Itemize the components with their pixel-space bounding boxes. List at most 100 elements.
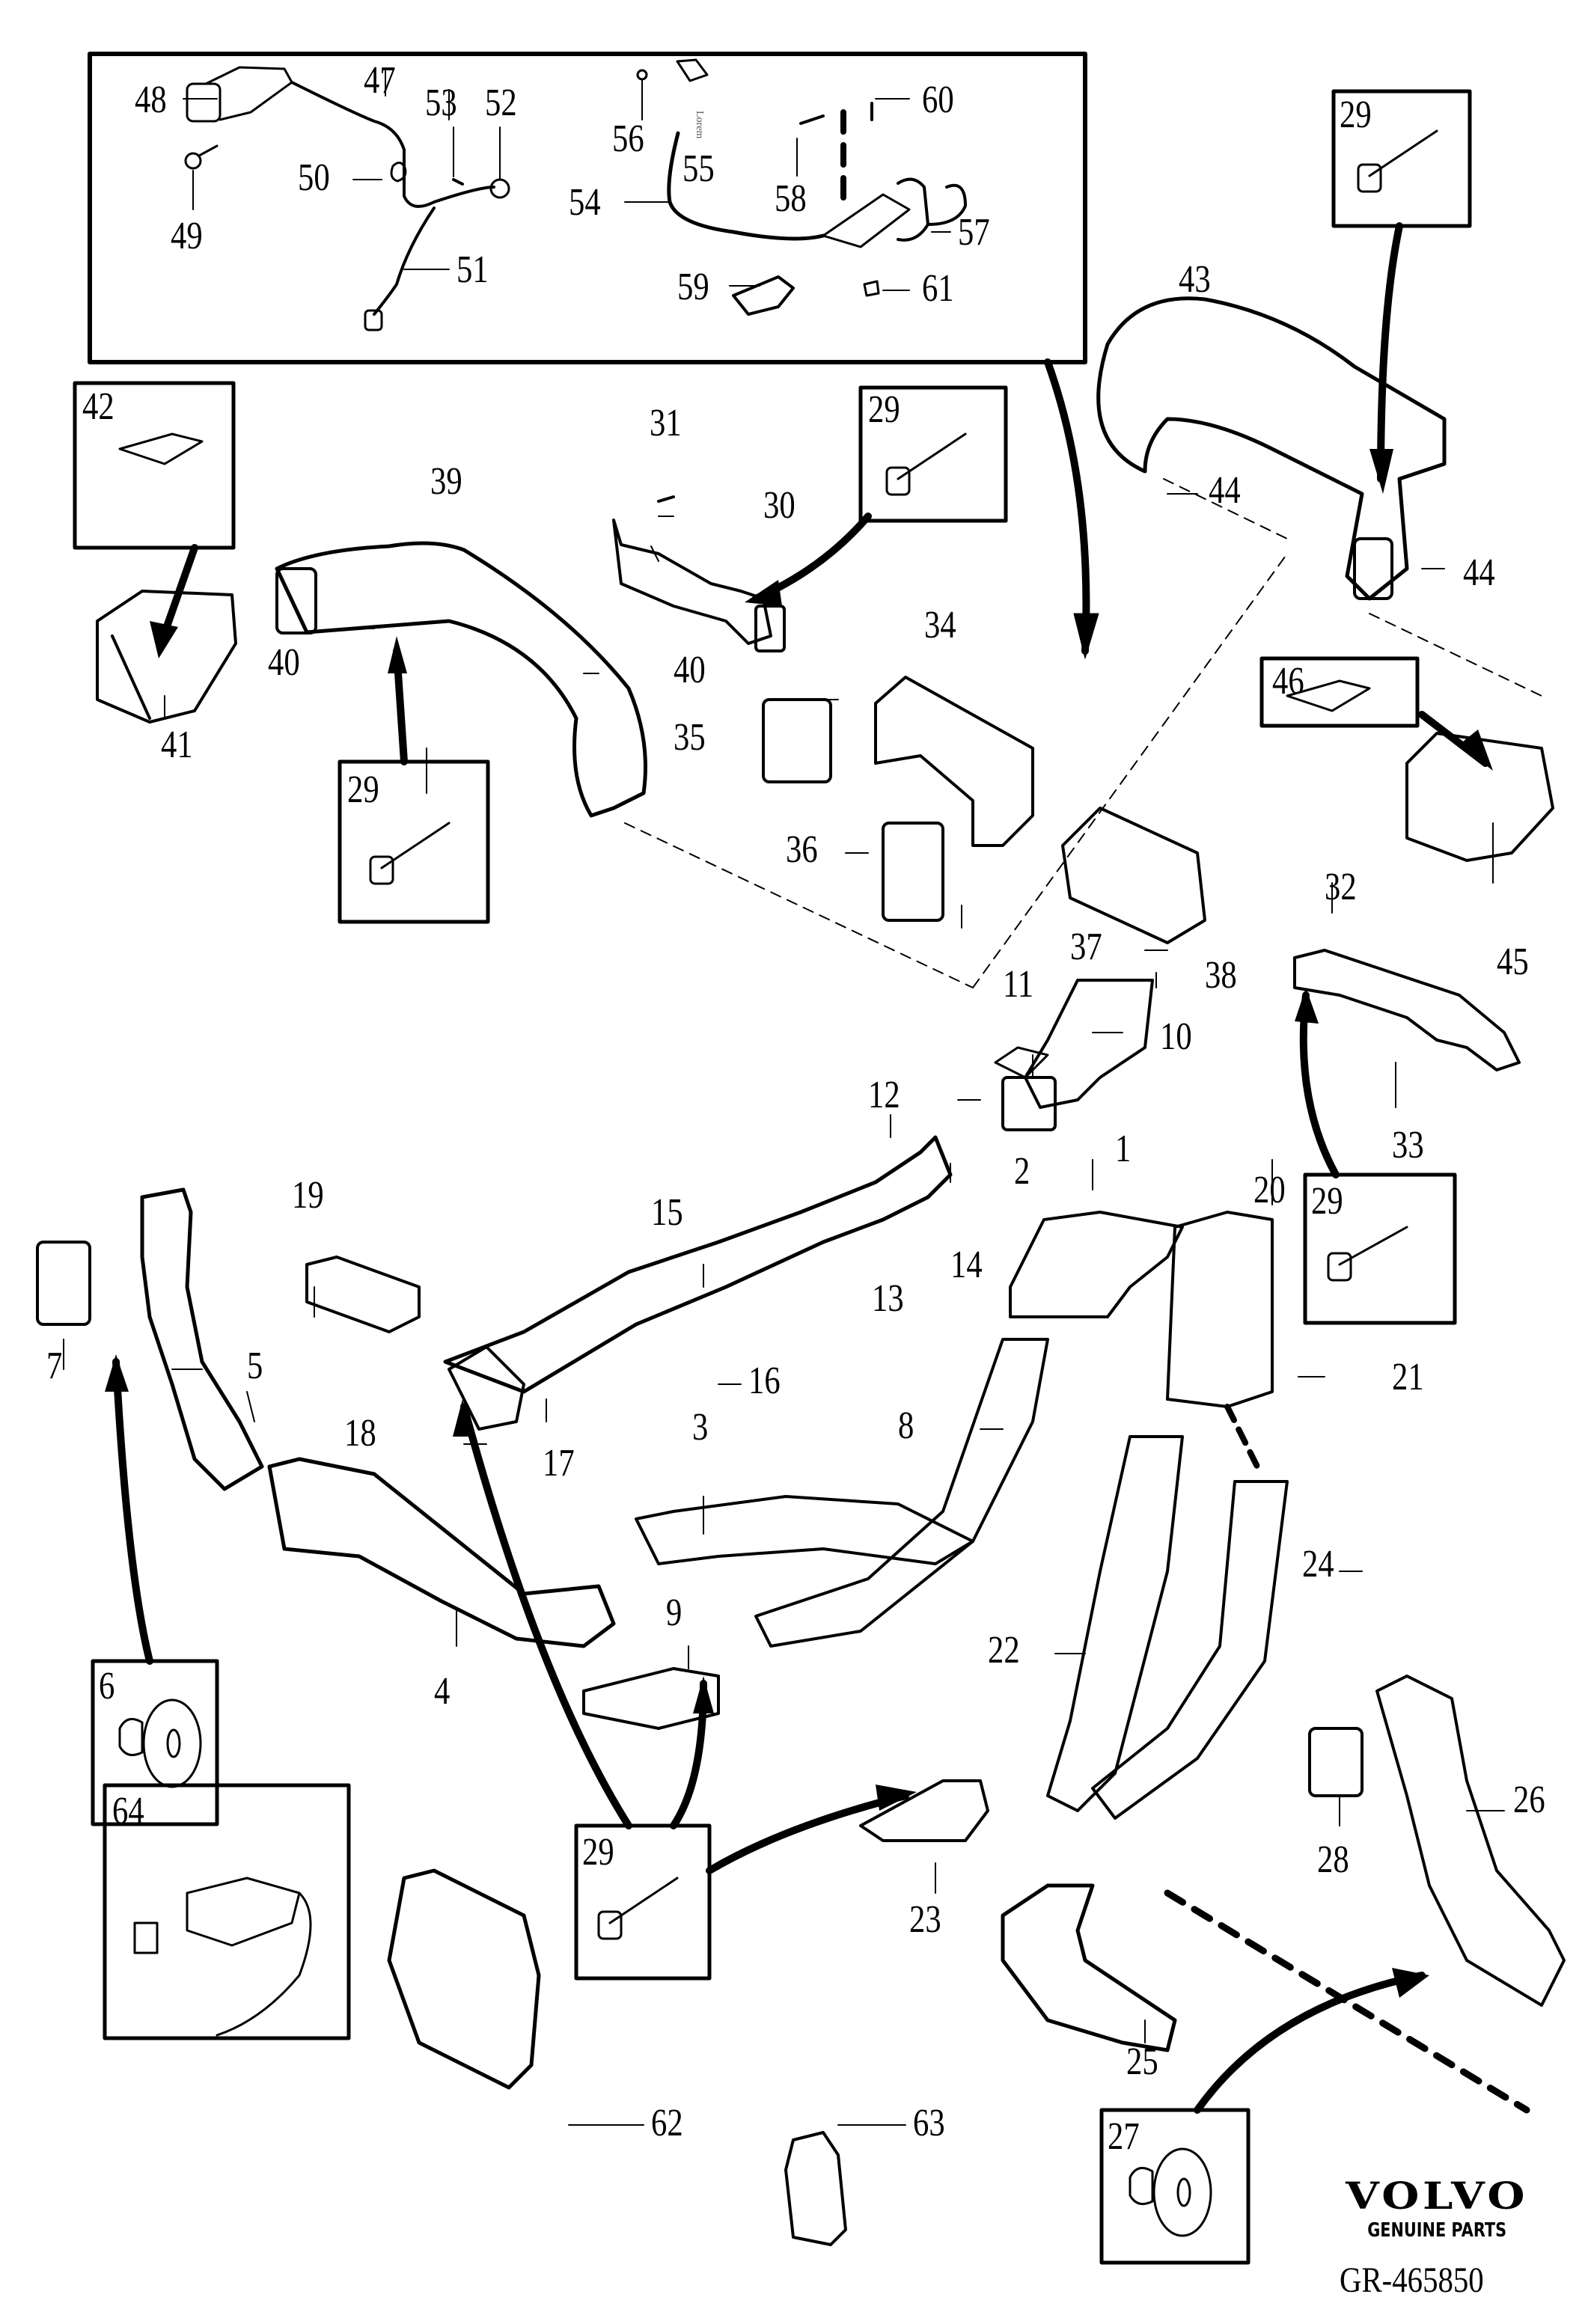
label-9: 9 — [666, 1591, 682, 1634]
part-26-duct — [1375, 1675, 1566, 2007]
label-44a: 44 — [1209, 469, 1241, 512]
part-11-bracket — [994, 1046, 1049, 1079]
label-19: 19 — [292, 1174, 324, 1217]
label-23: 23 — [909, 1898, 941, 1941]
part-63-grille — [784, 2131, 847, 2246]
label-57: 57 — [958, 211, 990, 254]
part-10-elbow — [1024, 979, 1154, 1109]
part-61-clip — [863, 280, 880, 297]
label-26: 26 — [1513, 1779, 1545, 1821]
label-32: 32 — [1325, 866, 1357, 908]
label-21: 21 — [1392, 1356, 1424, 1398]
box-label-29-center: 29 — [868, 388, 900, 431]
part-30-opening — [754, 605, 786, 652]
label-1: 1 — [1115, 1128, 1132, 1170]
label-15: 15 — [651, 1191, 683, 1234]
label-33: 33 — [1392, 1124, 1424, 1166]
part-51-cable — [373, 207, 436, 316]
label-24: 24 — [1302, 1543, 1334, 1585]
label-45: 45 — [1497, 941, 1529, 983]
label-44b: 44 — [1463, 551, 1495, 594]
part-54-tube — [667, 131, 825, 241]
label-51: 51 — [456, 248, 489, 291]
part-35-vent — [762, 698, 832, 783]
part-22-duct — [1046, 1435, 1184, 1812]
part-55-bracket — [676, 58, 709, 82]
inset-box — [88, 52, 1087, 364]
label-25: 25 — [1126, 2040, 1158, 2083]
label-59: 59 — [677, 266, 709, 308]
label-8: 8 — [898, 1404, 914, 1447]
label-47: 47 — [364, 59, 396, 102]
box-label-42: 42 — [82, 385, 114, 428]
part-57-body — [822, 193, 911, 248]
box-label-27: 27 — [1108, 2115, 1140, 2158]
label-20: 20 — [1253, 1169, 1286, 1211]
callout-box-64 — [103, 1783, 351, 2040]
label-52: 52 — [485, 82, 517, 124]
label-38: 38 — [1205, 954, 1237, 997]
label-30: 30 — [763, 484, 796, 527]
part-28-vent — [1308, 1727, 1364, 1797]
label-5: 5 — [247, 1345, 263, 1387]
clip-icons — [118, 432, 1371, 712]
callout-box-29-bottom — [574, 1823, 712, 1981]
label-55: 55 — [682, 147, 715, 190]
part-24-duct — [1091, 1480, 1289, 1820]
push-pin-icons — [118, 1698, 1212, 2237]
part-53-screw — [452, 178, 464, 186]
label-28: 28 — [1317, 1838, 1349, 1881]
part-8-duct — [754, 1338, 1049, 1648]
brand-block: VOLVO GENUINE PARTS — [1346, 2174, 1527, 2242]
label-10: 10 — [1160, 1015, 1192, 1058]
part-1-split — [1009, 1211, 1184, 1318]
part-25-duct — [1001, 1883, 1177, 2052]
label-43: 43 — [1179, 258, 1211, 301]
diagram-number: GR-465850 — [1340, 2260, 1484, 2300]
part-5-duct — [140, 1187, 264, 1491]
part-37-frame — [1061, 807, 1206, 944]
label-34: 34 — [924, 604, 956, 646]
label-12: 12 — [868, 1074, 900, 1116]
part-15-duct — [443, 1135, 953, 1394]
part-7-vent — [36, 1241, 91, 1326]
part-57-duct — [897, 177, 967, 242]
label-11: 11 — [1003, 963, 1034, 1006]
label-40b: 40 — [674, 649, 706, 691]
dashed-guide-lines — [624, 478, 1542, 988]
part-4-duct — [267, 1457, 616, 1648]
box-label-29-bottom: 29 — [582, 1831, 614, 1874]
part-3-duct — [635, 1495, 974, 1565]
part-30-duct — [612, 519, 772, 645]
label-58: 58 — [775, 177, 807, 220]
genuine-parts-text: GENUINE PARTS — [1367, 2219, 1506, 2242]
actuator-icons — [369, 129, 1438, 1940]
part-9-nozzle — [582, 1667, 720, 1730]
label-3: 3 — [692, 1406, 709, 1449]
callout-box-6 — [91, 1659, 219, 1826]
box-label-29-right: 29 — [1311, 1180, 1343, 1223]
arrow-head — [1073, 613, 1099, 659]
part-20-dashed — [1224, 1404, 1260, 1470]
label-41: 41 — [161, 724, 193, 766]
label-60: 60 — [922, 79, 954, 121]
leader-lines — [63, 89, 1505, 2126]
part-62-grille — [387, 1868, 541, 2090]
tiny-text: Lorem — [694, 111, 705, 139]
label-56: 56 — [612, 117, 644, 160]
part-39-duct — [275, 541, 647, 818]
callout-box-29-center — [858, 385, 1008, 523]
part-31-screw — [657, 495, 675, 503]
label-35: 35 — [674, 716, 706, 759]
box-label-6: 6 — [99, 1665, 115, 1707]
part-23-nozzle — [859, 1779, 989, 1842]
label-39: 39 — [430, 460, 462, 503]
label-31: 31 — [650, 402, 682, 444]
part-20-duct — [1166, 1211, 1274, 1408]
part-50-clip — [390, 162, 407, 183]
label-14: 14 — [950, 1244, 983, 1286]
label-63: 63 — [913, 2102, 945, 2144]
part-17-end — [448, 1345, 525, 1431]
part-36-vent — [882, 822, 944, 922]
label-37: 37 — [1070, 926, 1102, 968]
